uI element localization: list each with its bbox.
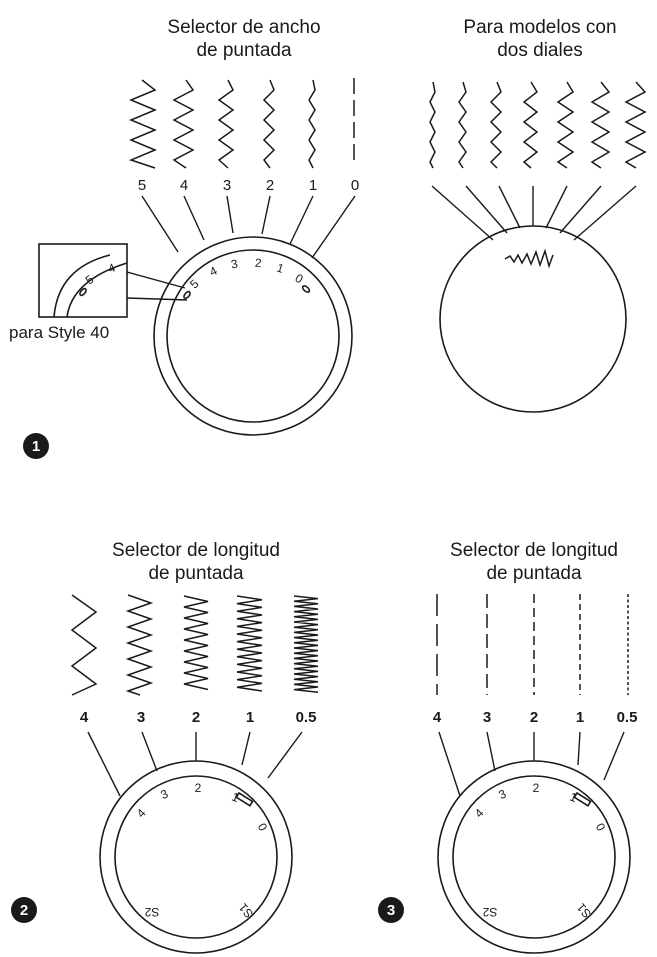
stitch-sample-width-2 xyxy=(262,79,276,169)
two-dial-leader-lines xyxy=(431,185,637,241)
inset-dial-mark-4: 4 xyxy=(106,260,117,276)
length-straight-dial-mark-4: 4 xyxy=(472,806,487,821)
width-position-4: 4 xyxy=(180,177,188,194)
width-dial-outer-ring xyxy=(153,236,353,436)
stitch-sample-width-3 xyxy=(217,79,235,169)
panel-length-selector-straight: Selector de longitud de puntada 4 3 2 1 … xyxy=(378,540,638,954)
panel-width-selector: Selector de ancho de puntada 5 4 3 2 1 0 xyxy=(9,17,359,459)
length-zigzag-sample-3 xyxy=(125,594,154,696)
two-dial-title-line1: Para modelos con xyxy=(463,17,616,38)
length-zigzag-position-3: 3 xyxy=(137,709,145,726)
length-zigzag-dial: 4 3 2 1 0 S1 S2 xyxy=(99,760,293,954)
inset-caption: para Style 40 xyxy=(9,323,109,342)
length-straight-position-05: 0.5 xyxy=(617,709,638,726)
length-zigzag-dial-mark-s2: S2 xyxy=(144,905,159,919)
length-zigzag-sample-2 xyxy=(183,595,209,691)
two-dial-circle xyxy=(439,225,627,413)
width-position-1: 1 xyxy=(309,177,317,194)
panel-badge-3: 3 xyxy=(378,897,404,923)
width-dial: 5 4 3 2 1 0 xyxy=(153,236,353,436)
length-straight-dial-mark-s2: S2 xyxy=(482,905,497,919)
length-zigzag-title-line2: de puntada xyxy=(148,563,244,584)
width-dial-symbol-right xyxy=(301,285,311,293)
width-dial-mark-3: 3 xyxy=(230,257,239,272)
length-zigzag-position-05: 0.5 xyxy=(296,709,317,726)
style40-inset: 5 4 para Style 40 xyxy=(9,243,188,342)
width-position-0: 0 xyxy=(351,177,359,194)
length-straight-position-2: 2 xyxy=(530,709,538,726)
length-straight-dial: 4 3 2 1 0 S1 S2 xyxy=(437,760,631,954)
length-straight-title-line1: Selector de longitud xyxy=(450,540,618,561)
length-straight-dial-mark-s1: S1 xyxy=(574,900,594,920)
length-straight-position-3: 3 xyxy=(483,709,491,726)
width-position-3: 3 xyxy=(223,177,231,194)
two-dial-sample-6 xyxy=(590,81,611,169)
panel-badge-2: 2 xyxy=(11,897,37,923)
stitch-sample-width-4 xyxy=(172,79,195,169)
length-zigzag-leader-lines xyxy=(87,731,303,797)
badge-2-label: 2 xyxy=(20,902,28,919)
inset-dial-symbol xyxy=(79,287,87,297)
width-leader-lines xyxy=(141,195,356,259)
length-straight-dial-inner-ring xyxy=(452,775,616,939)
length-straight-position-4: 4 xyxy=(433,709,442,726)
length-zigzag-dial-inner-ring xyxy=(114,775,278,939)
length-zigzag-dial-mark-3: 3 xyxy=(158,786,170,802)
length-zigzag-dial-outer-ring xyxy=(99,760,293,954)
stitch-sample-width-1 xyxy=(308,79,316,169)
badge-1-label: 1 xyxy=(32,438,40,455)
length-straight-dial-mark-2: 2 xyxy=(533,781,540,795)
two-dial-sample-1 xyxy=(429,81,436,169)
width-title-line1: Selector de ancho xyxy=(167,17,320,38)
length-zigzag-title-line1: Selector de longitud xyxy=(112,540,280,561)
length-zigzag-position-2: 2 xyxy=(192,709,200,726)
two-dial-sample-5 xyxy=(556,81,575,169)
length-zigzag-position-4: 4 xyxy=(80,709,89,726)
two-dial-sample-2 xyxy=(458,81,467,169)
two-dial-sample-4 xyxy=(522,81,539,169)
width-position-2: 2 xyxy=(266,177,274,194)
width-position-5: 5 xyxy=(138,177,146,194)
width-dial-mark-0: 0 xyxy=(293,271,306,287)
length-straight-dial-outer-ring xyxy=(437,760,631,954)
length-straight-leader-lines xyxy=(438,731,625,797)
length-zigzag-dial-mark-0: 0 xyxy=(255,821,271,834)
length-straight-title-line2: de puntada xyxy=(486,563,582,584)
length-straight-dial-mark-0: 0 xyxy=(593,821,609,834)
length-straight-position-1: 1 xyxy=(576,709,584,726)
stitch-sample-width-5 xyxy=(128,79,157,169)
width-dial-mark-2: 2 xyxy=(254,256,262,270)
panel-length-selector-zigzag: Selector de longitud de puntada 4 3 2 1 … xyxy=(11,540,319,954)
two-dial-sample-3 xyxy=(489,81,503,169)
length-straight-dial-indicator xyxy=(573,791,592,807)
length-zigzag-sample-1 xyxy=(236,595,263,692)
panel-badge-1: 1 xyxy=(23,433,49,459)
two-dial-dial xyxy=(439,225,627,413)
width-dial-inner-ring xyxy=(166,249,340,423)
width-dial-symbol-left xyxy=(183,290,191,300)
inset-frame xyxy=(38,243,128,318)
length-zigzag-dial-indicator xyxy=(235,791,254,807)
two-dial-title-line2: dos diales xyxy=(497,40,583,61)
panel-two-dial-models: Para modelos con dos diales xyxy=(429,17,647,413)
length-zigzag-dial-mark-s1: S1 xyxy=(236,900,256,920)
length-zigzag-sample-05 xyxy=(293,595,319,693)
two-dial-sample-7 xyxy=(624,81,647,169)
two-dial-dial-stitch-mark xyxy=(504,248,554,269)
length-zigzag-position-1: 1 xyxy=(246,709,254,726)
length-straight-dial-mark-3: 3 xyxy=(496,786,508,802)
width-dial-mark-4: 4 xyxy=(207,263,219,279)
width-dial-mark-1: 1 xyxy=(275,261,286,276)
width-title-line2: de puntada xyxy=(196,40,292,61)
length-zigzag-dial-mark-2: 2 xyxy=(195,781,202,795)
width-dial-mark-5: 5 xyxy=(187,276,202,291)
badge-3-label: 3 xyxy=(387,902,395,919)
length-zigzag-dial-mark-4: 4 xyxy=(134,806,149,821)
length-zigzag-sample-4 xyxy=(70,594,98,696)
